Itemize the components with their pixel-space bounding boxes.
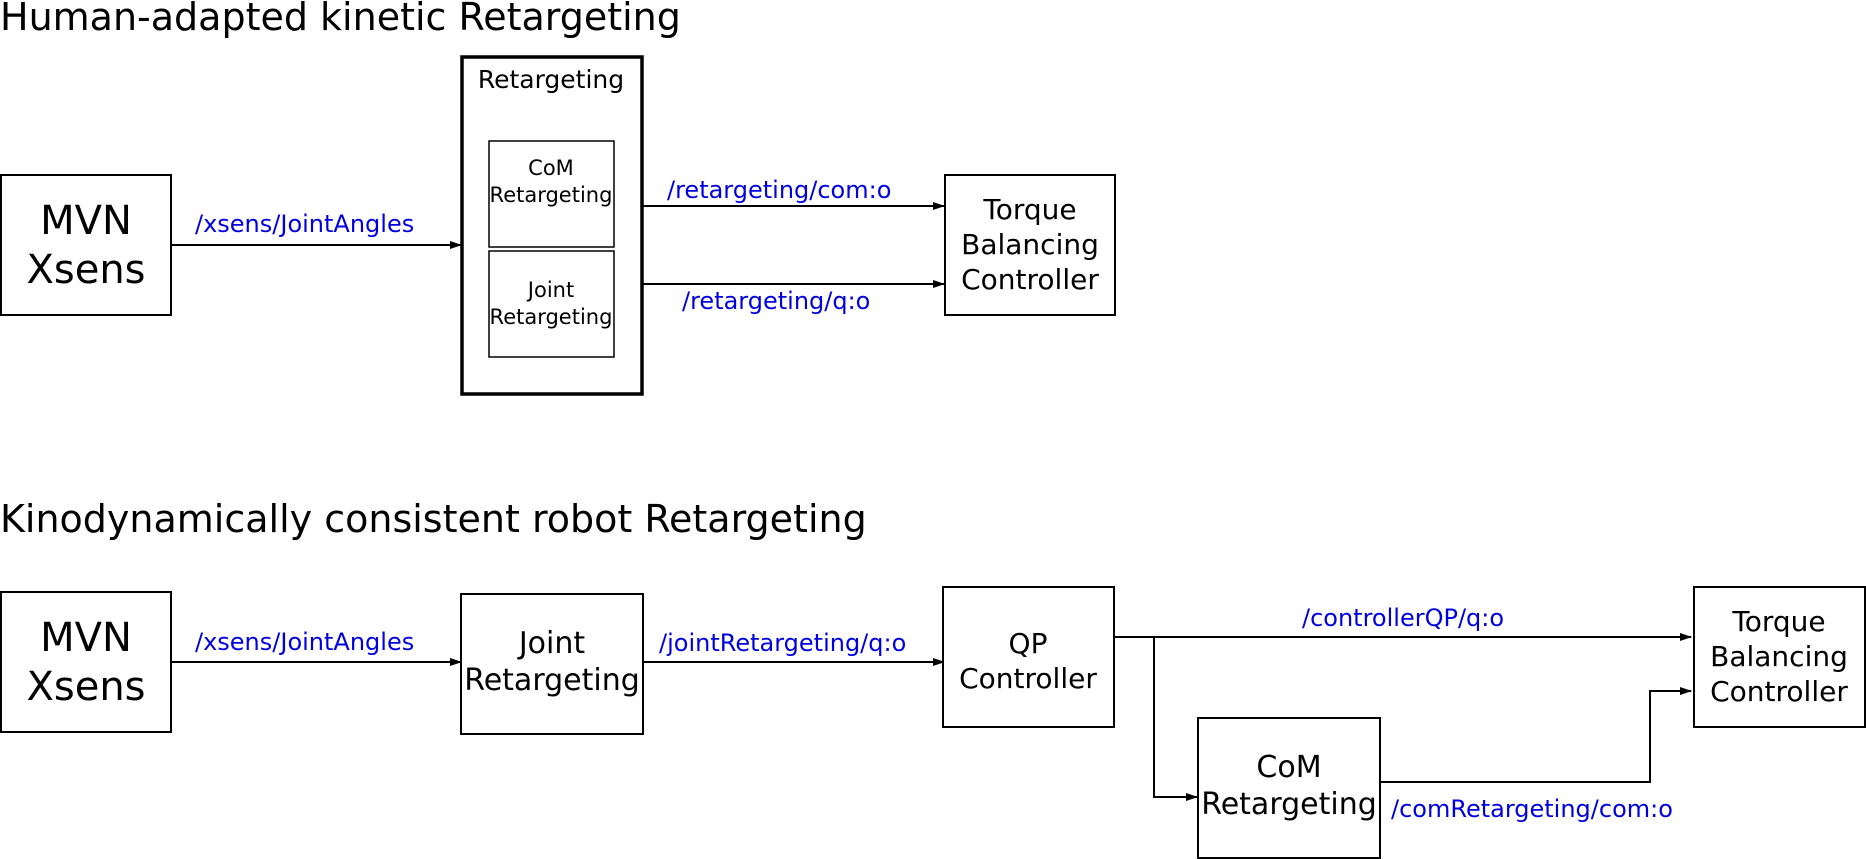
bottom-qp-label-1: QP: [1009, 627, 1048, 660]
bottom-com-retargeting-box: CoM Retargeting: [1197, 717, 1381, 859]
bottom-diagram-title: Kinodynamically consistent robot Retarge…: [0, 497, 867, 541]
top-xsens-label: Xsens: [26, 247, 145, 293]
bottom-branch-to-com-arrow: [1153, 637, 1198, 801]
bottom-mvn-xsens-box: MVN Xsens: [0, 591, 172, 733]
top-torque-label-1: Torque: [982, 193, 1076, 226]
bottom-com-label-1: CoM: [1256, 750, 1321, 785]
bottom-torque-label-3: Controller: [1710, 675, 1848, 708]
bottom-com-arrow: [1380, 687, 1692, 783]
top-joint-sub-label-2: Retargeting: [490, 305, 613, 329]
bottom-topic-joint-angles: /xsens/JointAngles: [195, 628, 414, 656]
top-topic-com: /retargeting/com:o: [667, 176, 891, 204]
top-diagram-title: Human-adapted kinetic Retargeting: [0, 0, 681, 39]
top-mvn-label: MVN: [40, 198, 132, 244]
bottom-torque-label-1: Torque: [1731, 605, 1825, 638]
top-torque-label-2: Balancing: [961, 228, 1099, 261]
bottom-qp-label-2: Controller: [959, 662, 1097, 695]
bottom-com-label-2: Retargeting: [1201, 787, 1377, 822]
bottom-qp-controller-box: QP Controller: [942, 586, 1115, 728]
bottom-torque-controller-box: Torque Balancing Controller: [1693, 586, 1866, 728]
bottom-topic-joint-q: /jointRetargeting/q:o: [659, 629, 906, 657]
bottom-torque-label-2: Balancing: [1710, 640, 1848, 673]
top-topic-joint-angles: /xsens/JointAngles: [195, 210, 414, 238]
bottom-joint-label-1: Joint: [517, 626, 586, 661]
top-retargeting-group-label: Retargeting: [478, 65, 624, 94]
top-joint-retargeting-subbox: Joint Retargeting: [488, 250, 615, 358]
bottom-xsens-label: Xsens: [26, 664, 145, 710]
top-torque-label-3: Controller: [961, 263, 1099, 296]
top-joint-sub-label-1: Joint: [526, 278, 574, 302]
top-com-sub-label-2: Retargeting: [490, 183, 613, 207]
bottom-topic-controller-q: /controllerQP/q:o: [1302, 604, 1504, 632]
bottom-mvn-label: MVN: [40, 615, 132, 661]
top-torque-controller-box: Torque Balancing Controller: [944, 174, 1116, 316]
top-mvn-xsens-box: MVN Xsens: [0, 174, 172, 316]
bottom-joint-retargeting-box: Joint Retargeting: [460, 593, 644, 735]
top-com-retargeting-subbox: CoM Retargeting: [488, 140, 615, 248]
top-topic-q: /retargeting/q:o: [682, 287, 870, 315]
bottom-joint-label-2: Retargeting: [464, 663, 640, 698]
bottom-topic-com: /comRetargeting/com:o: [1391, 795, 1673, 823]
top-com-sub-label-1: CoM: [528, 156, 574, 180]
